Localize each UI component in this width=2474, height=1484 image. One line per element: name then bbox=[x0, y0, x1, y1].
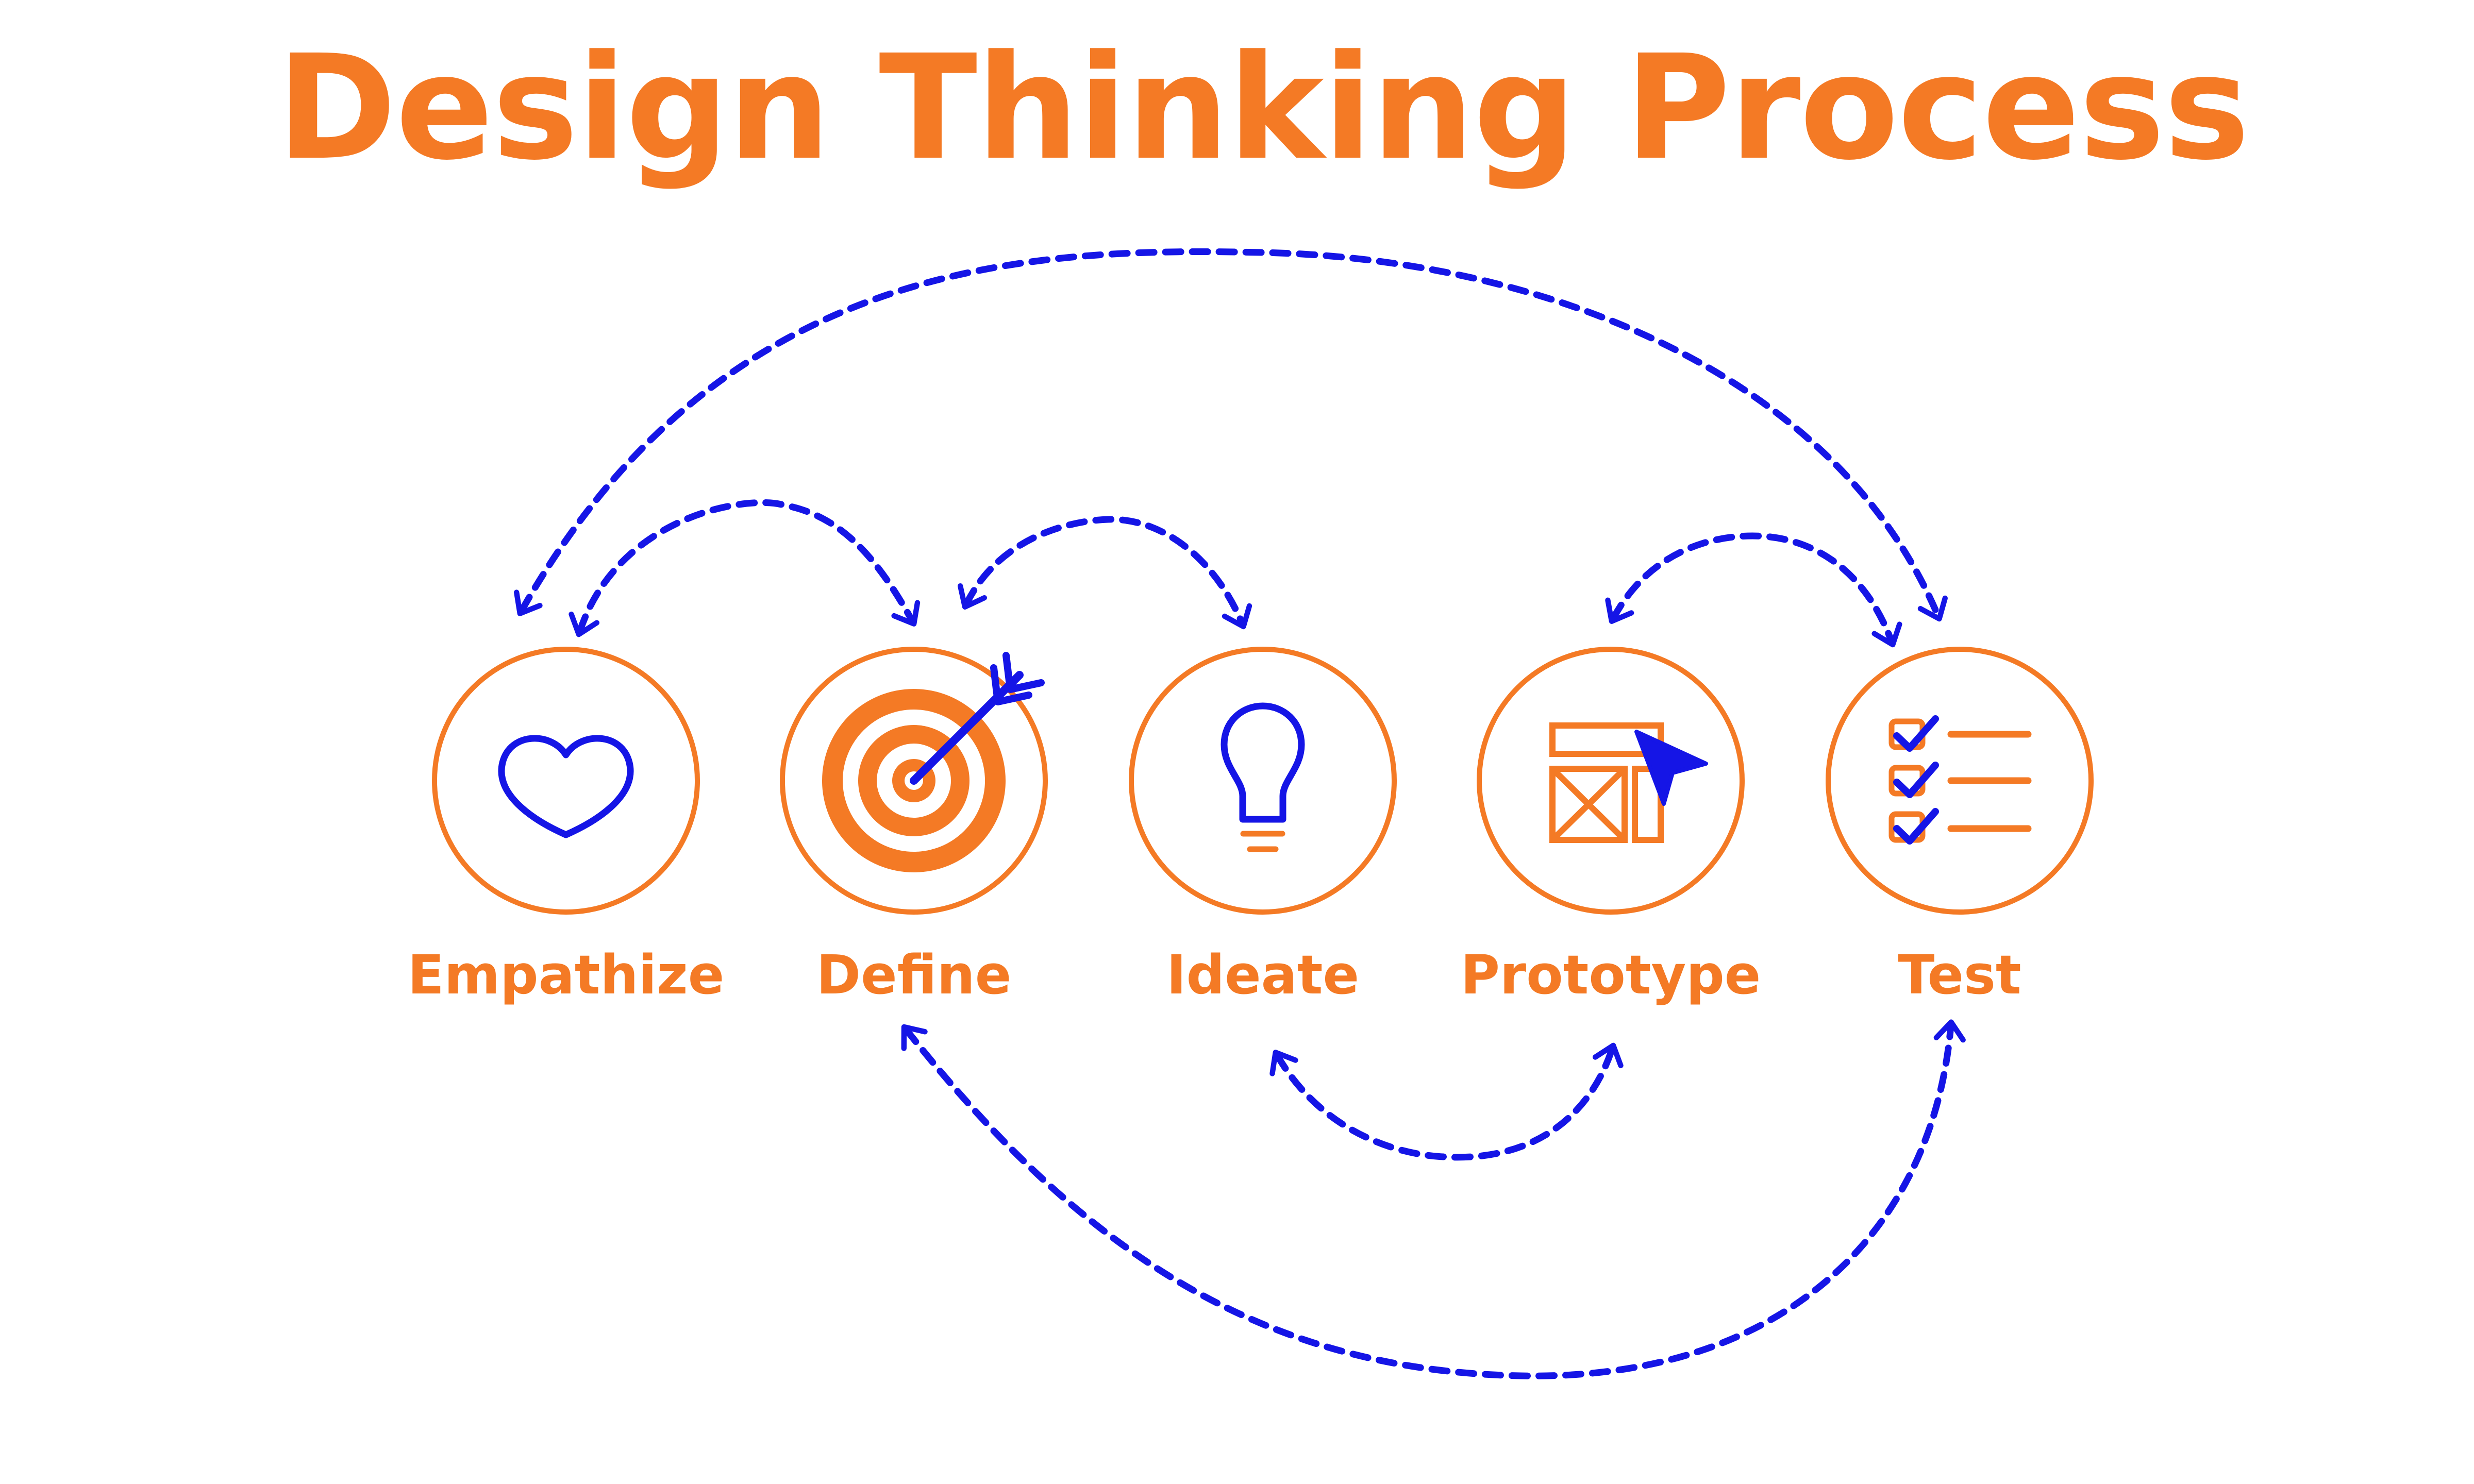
diagram-title: Design Thinking Process bbox=[276, 24, 2250, 192]
stage-label-define: Define bbox=[816, 943, 1012, 1006]
target-with-arrow-icon bbox=[822, 652, 1045, 872]
checklist-icon bbox=[1888, 715, 2032, 845]
stage-label-ideate: Ideate bbox=[1166, 943, 1360, 1006]
stage-prototype bbox=[1477, 647, 1745, 915]
lightbulb-icon bbox=[1221, 702, 1305, 852]
stage-empathize bbox=[432, 647, 700, 915]
connector-test-empathize bbox=[514, 248, 1948, 622]
connector-define-ideate bbox=[957, 516, 1252, 630]
wireframe-cursor-icon bbox=[1549, 722, 1708, 843]
stage-label-prototype: Prototype bbox=[1460, 943, 1761, 1006]
connector-prototype-test bbox=[1605, 532, 1902, 648]
stage-ideate bbox=[1129, 647, 1397, 915]
stage-label-empathize: Empathize bbox=[407, 943, 725, 1006]
stage-test bbox=[1826, 647, 2094, 915]
connector-ideate-prototype bbox=[1269, 1042, 1624, 1161]
heart-icon bbox=[498, 735, 634, 838]
stage-define bbox=[780, 647, 1048, 915]
connector-empathize-define bbox=[569, 499, 921, 637]
stage-label-test: Test bbox=[1898, 943, 2021, 1006]
connector-define-test bbox=[901, 1019, 1966, 1379]
